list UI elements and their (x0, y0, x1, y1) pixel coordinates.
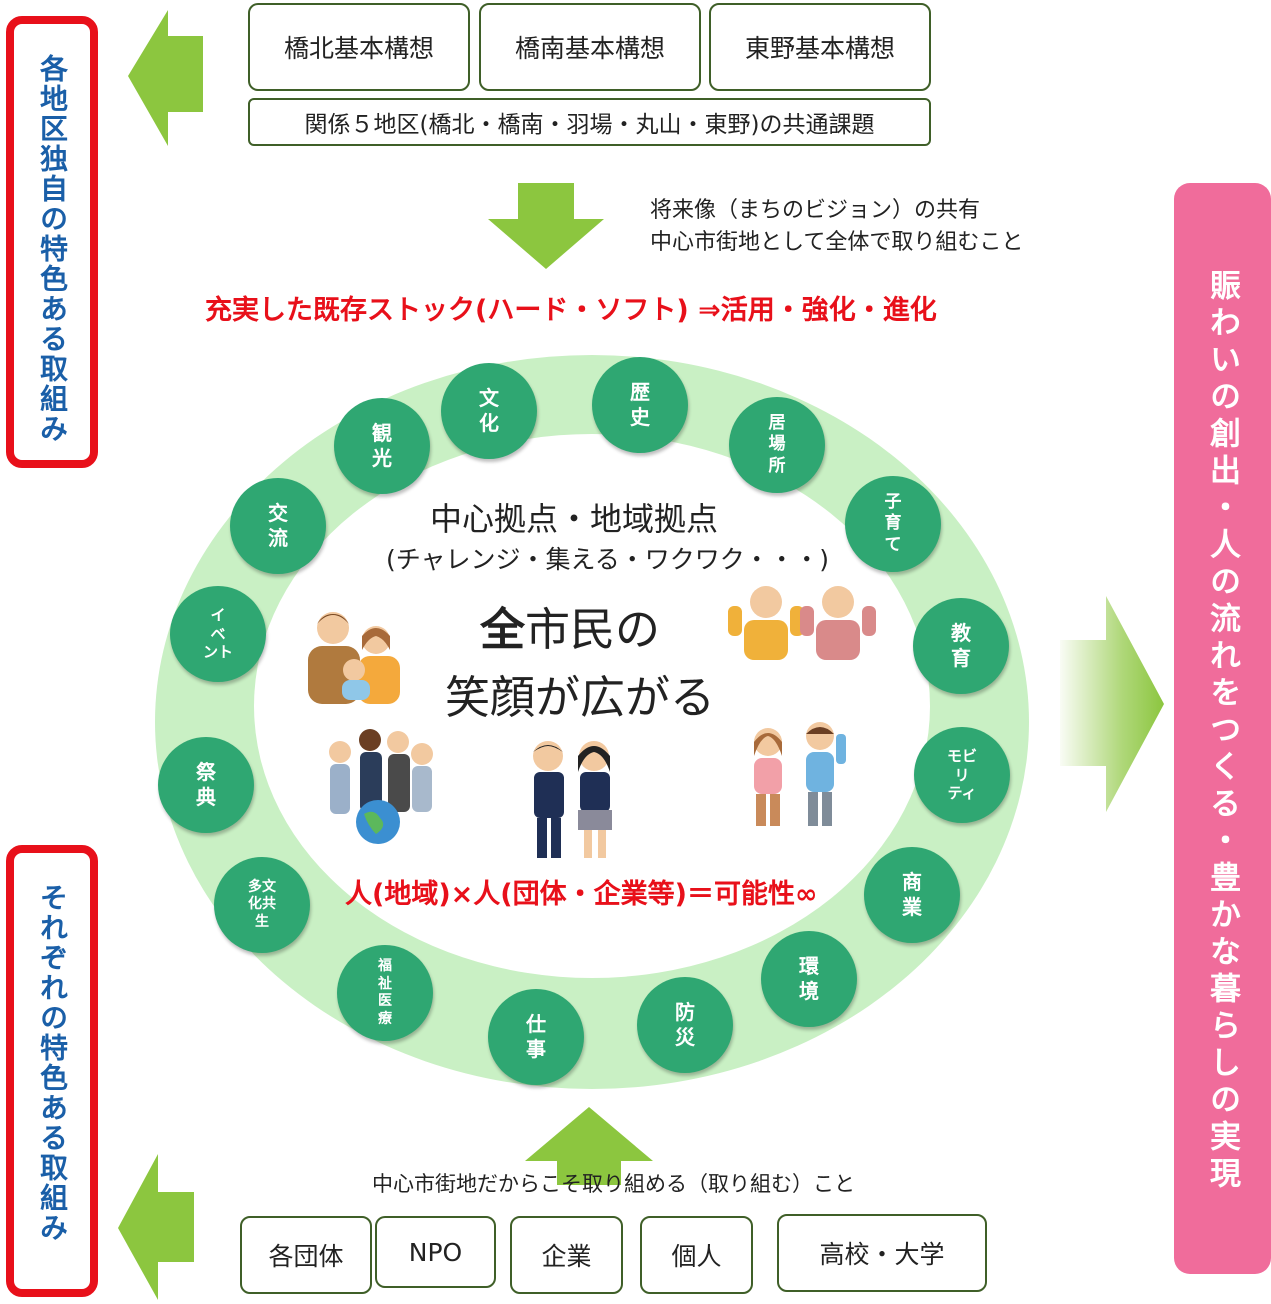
bubble-mobility: モビ リ ティ (914, 727, 1010, 823)
bubble-culture: 文 化 (441, 363, 537, 459)
bubble-work: 仕 事 (488, 989, 584, 1085)
bubble-place: 居 場 所 (729, 397, 825, 493)
bubble-education: 教 育 (913, 598, 1009, 694)
plan-box-kyonan: 橋南基本構想 (479, 3, 701, 91)
bubble-history: 歴 史 (592, 357, 688, 453)
elderly-illustration (728, 586, 876, 660)
right-goal-bar: 賑わいの創出・人の流れをつくる・豊かな暮らしの実現 (1174, 183, 1271, 1274)
group-box-organizations: 各団体 (240, 1216, 372, 1294)
left-top-label-box: 各地区独自の特色ある取組み (6, 16, 98, 468)
bubble-exchange: 交 流 (230, 478, 326, 574)
group-box-companies: 企業 (510, 1216, 623, 1294)
group-box-schools: 高校・大学 (777, 1214, 987, 1292)
possibility-text: 人(地域)×人(団体・企業等)＝可能性∞ (345, 879, 818, 910)
bubble-multicultural: 多文 化共 生 (214, 857, 310, 953)
main-message-line2: 笑顔が広がる (445, 671, 716, 724)
bubble-tourism: 観 光 (334, 398, 430, 494)
main-bold-char: 全 (480, 603, 526, 656)
arrow-up-icon (525, 1107, 653, 1185)
bubble-event: イ ベ ント (170, 586, 266, 682)
couple-illustration (754, 722, 846, 826)
left-bottom-label-box: それぞれの特色ある取組み (6, 845, 98, 1297)
plan-box-higashino: 東野基本構想 (709, 3, 931, 91)
bubble-environment: 環 境 (761, 931, 857, 1027)
plan-box-kyohoku: 橋北基本構想 (248, 3, 470, 91)
bubble-festival: 祭 典 (158, 737, 254, 833)
vision-note: 将来像（まちのビジョン）の共有 中心市街地として全体で取り組むこと (650, 198, 1024, 255)
group-box-npo: NPO (375, 1216, 496, 1288)
arrow-left-bottom-icon (118, 1154, 194, 1300)
family-illustration (308, 612, 400, 704)
left-top-label: 各地区独自の特色ある取組み (36, 54, 69, 444)
hub-title: 中心拠点・地域拠点 (430, 500, 719, 538)
bubble-disaster: 防 災 (637, 977, 733, 1073)
bubble-commerce: 商 業 (864, 847, 960, 943)
arrow-right-icon (1060, 596, 1164, 812)
main-message-rest: 市民の (525, 603, 661, 656)
global-people-illustration (329, 729, 433, 844)
students-illustration (533, 741, 612, 858)
right-goal-label: 賑わいの創出・人の流れをつくる・豊かな暮らしの実現 (1204, 269, 1240, 1194)
bubble-childcare: 子 育 て (845, 476, 941, 572)
bottom-note: 中心市街地だからこそ取り組める（取り組む）こと (372, 1172, 855, 1196)
hub-subtitle: (チャレンジ・集える・ワクワク・・・) (386, 545, 830, 574)
bubble-welfare: 福 祉 医 療 (337, 945, 433, 1041)
group-box-individuals: 個人 (640, 1216, 753, 1294)
arrow-down-icon (488, 183, 604, 269)
left-bottom-label: それぞれの特色ある取組み (36, 883, 69, 1243)
arrow-left-top-icon (128, 10, 203, 146)
common-issue-box: 関係５地区(橋北・橋南・羽場・丸山・東野)の共通課題 (248, 98, 931, 146)
main-message-line1: 全市民の (480, 593, 660, 658)
stock-heading: 充実した既存ストック(ハード・ソフト) ⇒活用・強化・進化 (205, 295, 937, 326)
